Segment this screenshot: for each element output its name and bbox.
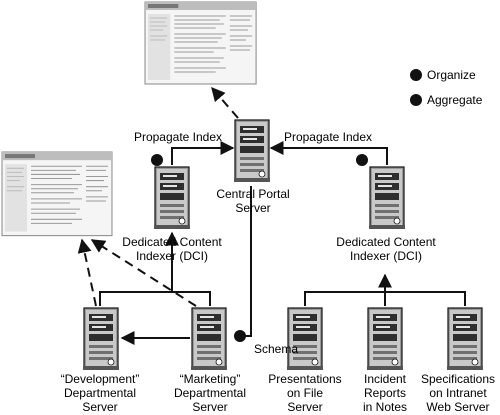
specifications-server-label: Specifications on Intranet Web Server: [420, 372, 496, 414]
propagate-index-left-label: Propagate Index: [133, 130, 223, 144]
organize-marker-left: [151, 154, 163, 166]
development-to-left-page-dashed: [77, 238, 97, 307]
propagate-left-connector: [171, 141, 235, 165]
dci-right-label: Dedicated Content Indexer (DCI): [336, 235, 436, 263]
schema-connector: [244, 186, 252, 337]
schema-label: Schema: [254, 342, 299, 356]
presentations-server-label: Presentations on File Server: [268, 372, 342, 414]
specifications-server-icon: [446, 307, 484, 371]
legend-organize-icon: [410, 69, 422, 81]
incident-server-label: Incident Reports in Notes: [362, 372, 408, 414]
aggregate-marker-schema: [234, 330, 246, 342]
propagate-right-connector: [269, 141, 388, 165]
legend-aggregate-icon: [410, 94, 422, 106]
dci-right-server-icon: [368, 166, 406, 230]
propagate-index-right-label: Propagate Index: [283, 130, 373, 144]
development-server-label: “Development” Departmental Server: [60, 372, 140, 414]
legend-organize-label: Organize: [427, 68, 476, 82]
portal-screenshot-top: [144, 1, 257, 85]
marketing-server-icon: [190, 307, 228, 371]
central-portal-server-icon: [233, 119, 271, 183]
dci-left-label: Dedicated Content Indexer (DCI): [122, 235, 222, 263]
marketing-server-label: “Marketing” Departmental Server: [173, 372, 247, 414]
presentations-server-icon: [286, 307, 324, 371]
legend-aggregate-label: Aggregate: [427, 93, 483, 107]
central-to-top-page-dashed: [211, 86, 239, 119]
left-bus: [99, 291, 211, 306]
portal-screenshot-left: [1, 151, 113, 237]
organize-marker-right: [356, 154, 368, 166]
incident-server-icon: [366, 307, 404, 371]
marketing-to-left-page-dashed: [90, 239, 197, 307]
dci-left-server-icon: [153, 166, 191, 230]
development-server-icon: [82, 307, 120, 371]
central-portal-server-label: Central Portal Server: [216, 187, 290, 215]
